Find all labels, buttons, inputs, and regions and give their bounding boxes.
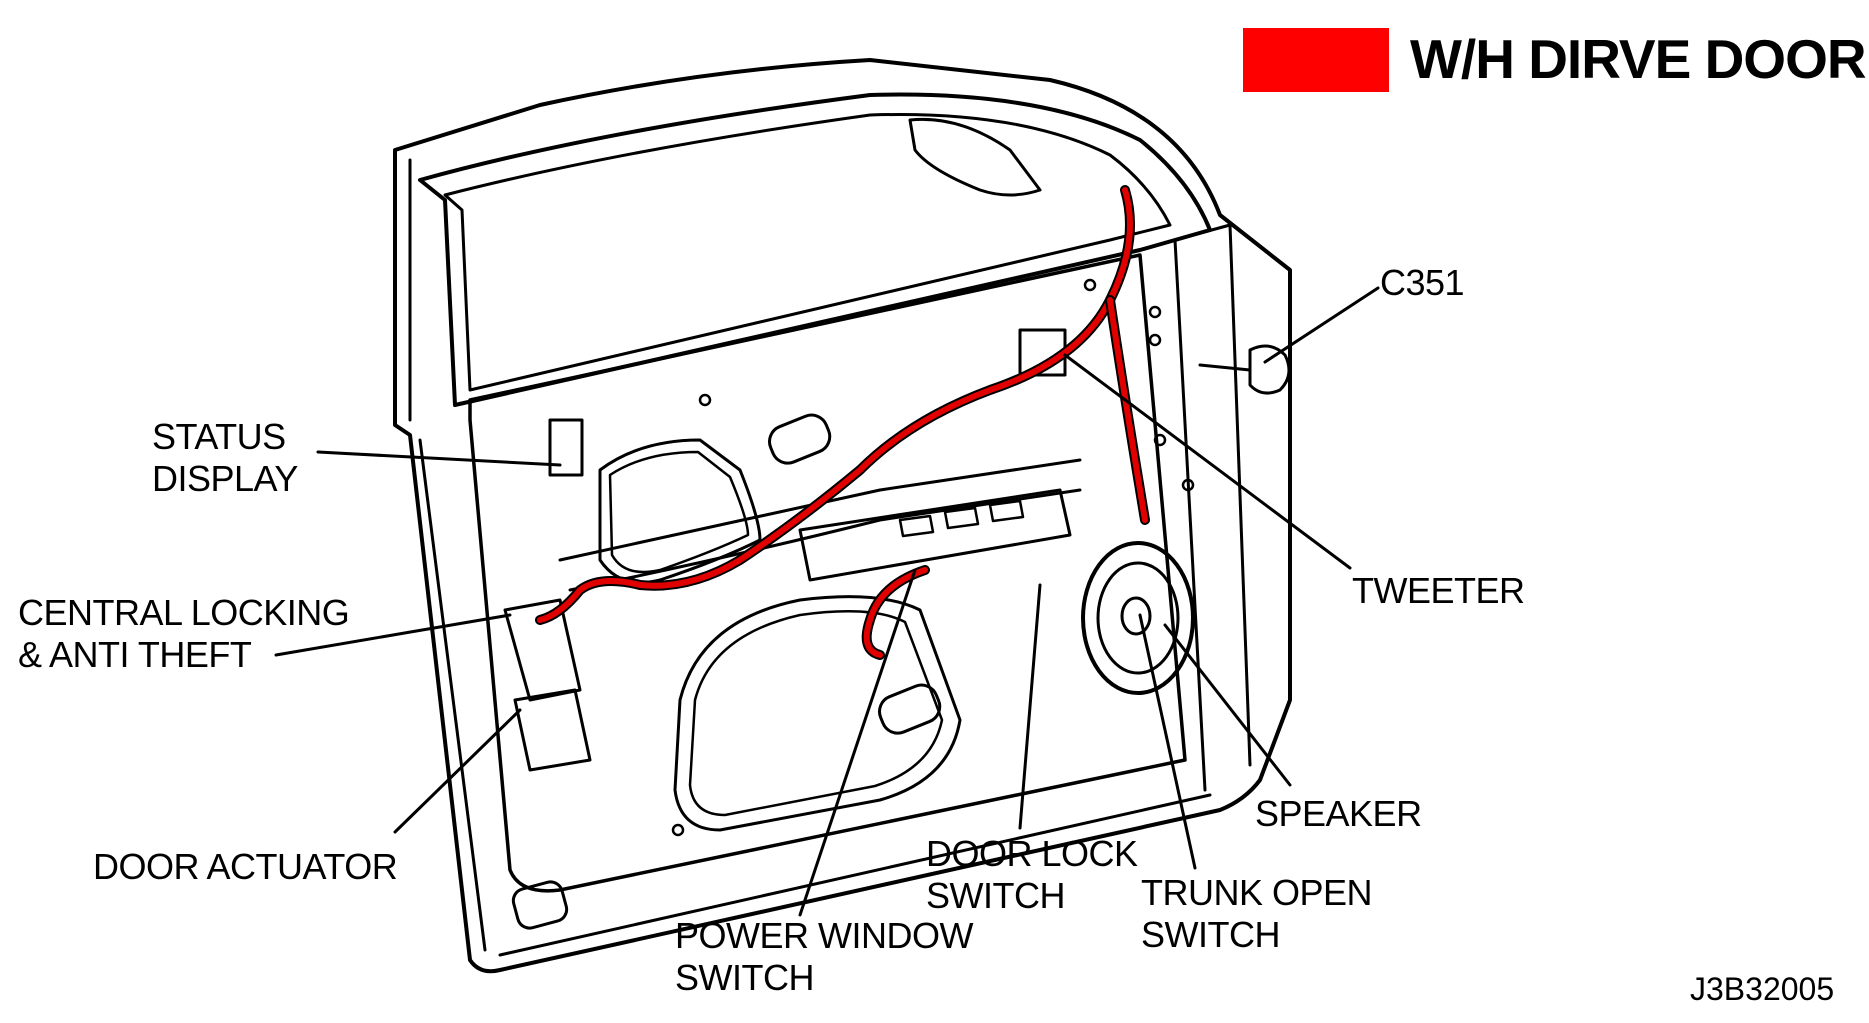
figure-code: J3B32005	[1690, 971, 1835, 1007]
lower-cutout-left-inner	[688, 610, 944, 817]
label-door-lock-switch: DOOR LOCK SWITCH	[926, 833, 1138, 917]
status-display-box	[548, 418, 584, 477]
label-door-lock-switch-line1: DOOR LOCK	[926, 833, 1138, 874]
wire-harness-main-red	[537, 187, 1133, 623]
c351-connector	[1198, 344, 1291, 395]
leader-tweeter	[1063, 353, 1352, 570]
window-regulator-rail	[558, 458, 1082, 592]
window-frame-outer	[418, 92, 1212, 407]
door-outline-inner	[408, 158, 1212, 957]
handle-pocket-upper	[768, 413, 832, 465]
leader-status-display	[316, 450, 562, 467]
label-door-lock-switch-line2: SWITCH	[926, 875, 1065, 916]
inner-panel	[468, 253, 1187, 893]
legend-label: W/H DIRVE DOOR	[1410, 28, 1867, 90]
label-power-window-switch-line1: POWER WINDOW	[675, 915, 973, 956]
leader-door-lock-switch	[1018, 583, 1042, 830]
label-power-window-switch-line2: SWITCH	[675, 957, 814, 998]
label-tweeter: TWEETER	[1352, 570, 1525, 611]
handle-pocket-lower	[878, 683, 942, 735]
leader-central-locking	[274, 613, 512, 657]
label-status-display-line2: DISPLAY	[152, 458, 298, 499]
leader-c351	[1263, 286, 1380, 364]
label-status-display: STATUS DISPLAY	[152, 416, 298, 500]
speaker-ring	[1096, 561, 1180, 675]
switch-panel-buttons	[898, 499, 1025, 538]
legend-swatch	[1243, 28, 1389, 92]
speaker-cone	[1120, 596, 1152, 636]
label-central-locking: CENTRAL LOCKING & ANTI THEFT	[18, 592, 350, 676]
label-central-locking-line2: & ANTI THEFT	[18, 634, 252, 675]
leader-speaker	[1163, 623, 1292, 787]
label-trunk-open-switch: TRUNK OPEN SWITCH	[1141, 872, 1373, 956]
mount-hole	[1181, 478, 1195, 492]
upper-cutout-inner	[608, 450, 750, 574]
latch-pillar	[1138, 223, 1252, 792]
leader-door-actuator	[393, 708, 522, 834]
mount-hole	[1148, 305, 1162, 319]
door-actuator-box	[503, 598, 592, 772]
handle-pocket-bottom	[511, 880, 569, 930]
door-outline	[393, 58, 1292, 974]
wire-harness-right-red	[1107, 297, 1148, 523]
label-trunk-open-switch-line1: TRUNK OPEN	[1141, 872, 1373, 913]
mount-hole	[698, 393, 712, 407]
mount-hole	[1153, 433, 1167, 447]
label-trunk-open-switch-line2: SWITCH	[1141, 914, 1280, 955]
lower-cutout-left	[673, 595, 962, 832]
label-c351: C351	[1380, 262, 1465, 303]
wire-harness-lower-red	[863, 567, 928, 658]
mirror-mount	[908, 117, 1042, 197]
label-central-locking-line1: CENTRAL LOCKING	[18, 592, 350, 633]
leader-power-window-switch	[798, 568, 917, 917]
mount-hole	[1083, 278, 1097, 292]
label-door-actuator: DOOR ACTUATOR	[93, 846, 398, 887]
speaker-outer	[1081, 541, 1195, 695]
mount-hole	[1148, 333, 1162, 347]
label-status-display-line1: STATUS	[152, 416, 286, 457]
window-frame-inner	[443, 113, 1172, 392]
leader-trunk-open-switch	[1138, 613, 1197, 870]
label-power-window-switch: POWER WINDOW SWITCH	[675, 915, 973, 999]
label-speaker: SPEAKER	[1255, 793, 1422, 834]
switch-panel	[798, 488, 1072, 582]
mount-hole	[671, 823, 685, 837]
wire-harness-main	[535, 185, 1135, 625]
